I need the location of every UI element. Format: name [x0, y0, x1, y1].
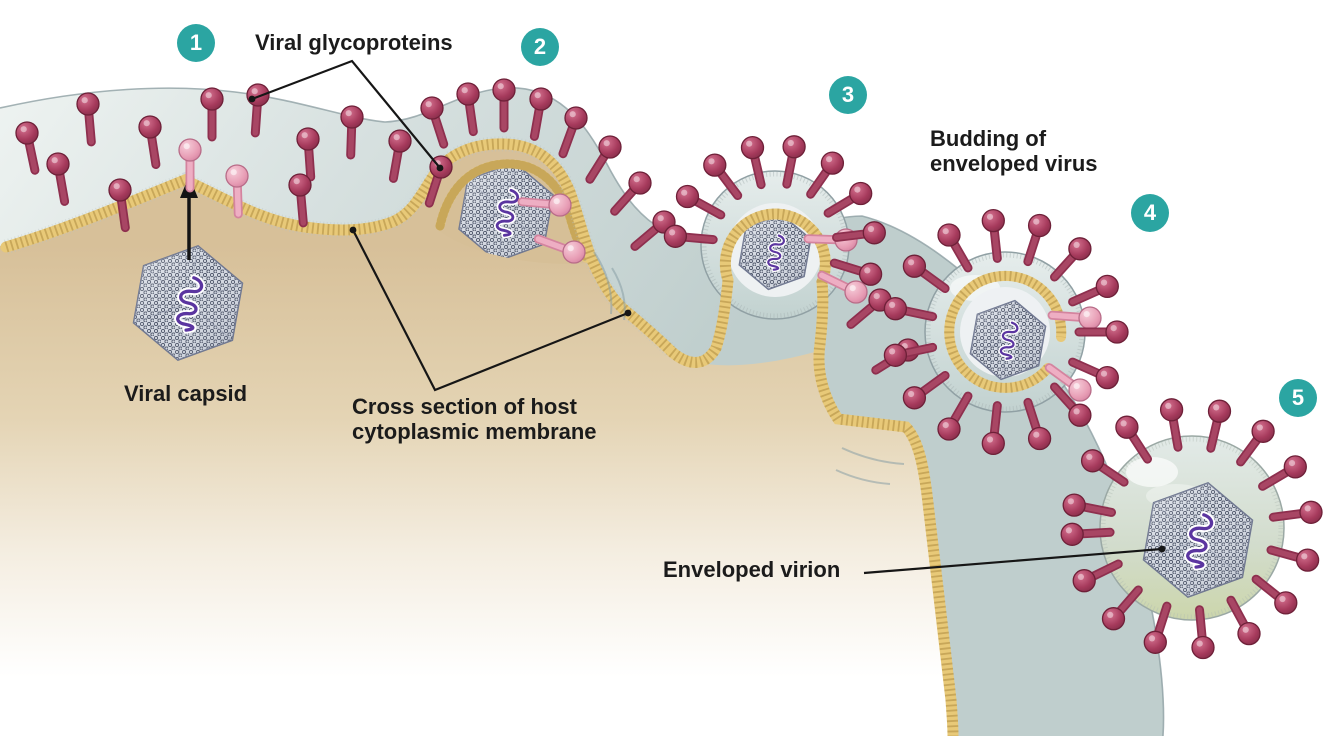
glycoprotein-icon: [1072, 559, 1123, 593]
glycoprotein-icon: [1023, 397, 1052, 451]
glycoprotein-icon: [1050, 382, 1092, 427]
glycoprotein-icon: [981, 401, 1005, 456]
label-viral-capsid: Viral capsid: [124, 381, 248, 406]
glycoprotein-icon: [1236, 419, 1275, 467]
label-budding-of-enveloped-virus: Budding of enveloped virus: [930, 126, 1098, 176]
glycoprotein-icon: [1115, 415, 1152, 464]
glycoprotein-icon: [388, 129, 412, 183]
step-marker-3: 3: [829, 76, 867, 114]
glycoprotein-icon: [1226, 595, 1261, 646]
glycoprotein-icon: [420, 96, 449, 149]
glycoprotein-icon: [703, 153, 743, 200]
glycoprotein-icon: [902, 371, 950, 410]
glycoprotein-icon: [178, 138, 202, 193]
glycoprotein-icon: [1191, 605, 1215, 660]
leader-dots: [248, 95, 1166, 553]
glycoprotein-icon: [823, 181, 873, 218]
viral-rna-icon: [1184, 511, 1216, 571]
glycoprotein-icon: [832, 221, 886, 245]
glycoprotein-icon: [529, 87, 553, 141]
glycoprotein-icon: [1050, 237, 1092, 282]
glycoprotein-icon: [740, 135, 766, 190]
label-enveloped-virion: Enveloped virion: [663, 557, 841, 582]
glycoprotein-icon: [108, 178, 132, 233]
step-marker-4: 4: [1131, 194, 1169, 232]
label-cross-section: Cross section of host cytoplasmic membra…: [352, 394, 597, 444]
glycoprotein-icon: [1060, 522, 1115, 546]
glycoprotein-icon: [1068, 274, 1119, 307]
glycoprotein-icon: [981, 208, 1005, 263]
pocket-bilayer-beads: [435, 159, 591, 263]
glycoprotein-icon: [1268, 500, 1323, 524]
glycoprotein-icon: [817, 270, 868, 304]
glycoprotein-icon: [492, 78, 516, 133]
glycoprotein-icon: [138, 115, 162, 169]
glycoprotein-icon: [1023, 213, 1052, 267]
glycoprotein-icon: [663, 224, 718, 248]
glycoprotein-icon: [883, 297, 938, 322]
glycoprotein-icon: [200, 87, 224, 142]
glycoprotein-icon: [533, 234, 586, 264]
viral-capsid-stage5: [1142, 482, 1254, 598]
step-marker-5: 5: [1279, 379, 1317, 417]
viral-rna-icon: [494, 187, 521, 239]
glycoprotein-icon: [76, 92, 100, 147]
glycoprotein-icon: [675, 184, 726, 220]
glycoprotein-icon: [558, 106, 588, 159]
glycoprotein-icon: [340, 105, 364, 160]
glycoprotein-icon: [829, 258, 883, 286]
glycoprotein-icon: [1044, 363, 1092, 402]
glycoprotein-icon: [1068, 357, 1119, 390]
viral-capsid-free: [132, 245, 244, 361]
glycoprotein-icon: [517, 193, 572, 217]
glycoprotein-icon: [585, 135, 622, 184]
glycoprotein-icon: [1062, 493, 1116, 517]
glycoprotein-icon: [456, 82, 480, 137]
glycoprotein-icon: [1258, 455, 1307, 491]
glycoprotein-icon: [1206, 399, 1232, 453]
step-marker-1: 1: [177, 24, 215, 62]
viral-rna-icon: [765, 233, 787, 273]
viral-capsid-stage4: [969, 299, 1047, 381]
glycoprotein-icon: [15, 121, 40, 175]
label-viral-glycoproteins: Viral glycoproteins: [255, 30, 453, 55]
viral-capsid-stage2: [458, 161, 554, 263]
glycoprotein-icon: [782, 135, 806, 189]
glycoprotein-icon: [1080, 449, 1129, 487]
glycoprotein-icon: [1266, 545, 1320, 572]
glycoprotein-icon: [1074, 320, 1129, 344]
glycoprotein-icon: [846, 288, 892, 329]
glycoprotein-icon: [937, 223, 973, 273]
glycoprotein-icon: [610, 171, 652, 216]
viral-rna-icon: [998, 320, 1020, 362]
glycoprotein-icon: [806, 151, 845, 199]
glycoprotein-icon: [288, 173, 312, 228]
glycoprotein-icon: [1101, 585, 1143, 631]
glycoprotein-icon: [1159, 398, 1184, 452]
glycoprotein-icon: [46, 152, 70, 206]
glycoprotein-icon: [296, 127, 320, 182]
glycoprotein-icon: [937, 391, 973, 441]
glycoprotein-icon: [225, 164, 249, 219]
glycoprotein-icon: [1047, 306, 1102, 330]
step-marker-2: 2: [521, 28, 559, 66]
glycoprotein-icon: [1143, 601, 1172, 654]
glycoprotein-icon: [883, 342, 938, 367]
glycoprotein-icon: [1251, 574, 1298, 615]
glycoprotein-icon: [902, 254, 950, 293]
viral-rna-icon: [174, 274, 206, 334]
leader-lines: [251, 59, 1163, 575]
viral-capsid-stage3: [738, 213, 812, 291]
membrane-folds: [593, 251, 905, 485]
